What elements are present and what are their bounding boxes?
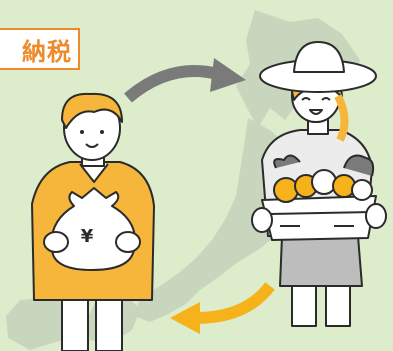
title-badge: 納税 — [0, 28, 80, 70]
title-text: 納税 — [22, 37, 72, 66]
curved-arrow-yellow — [170, 282, 275, 334]
man-figure — [31, 92, 155, 351]
yen-symbol: ¥ — [80, 226, 94, 247]
farmer-figure — [251, 41, 387, 327]
curved-arrow-gray — [124, 58, 246, 103]
